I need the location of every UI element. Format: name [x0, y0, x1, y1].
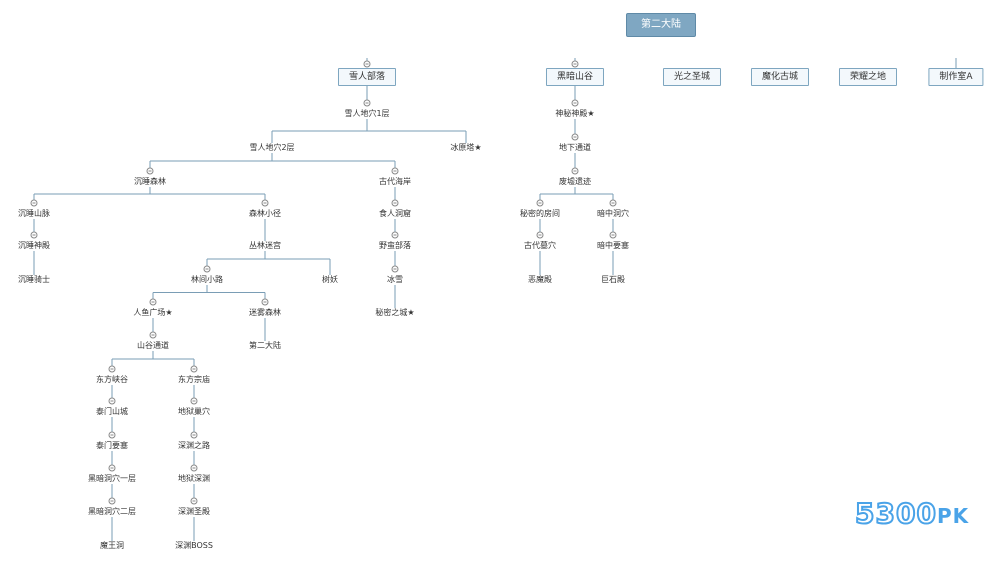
topic-node-n28[interactable]: 深渊圣殿	[178, 507, 210, 516]
topic-node-n17[interactable]: 山谷通道	[137, 341, 169, 350]
topic-node-n36[interactable]: 地下通道	[559, 143, 591, 152]
topic-node-n37[interactable]: 废墟遗迹	[559, 177, 591, 186]
topic-node-n39[interactable]: 古代墓穴	[524, 241, 556, 250]
topic-box-n45[interactable]: 魔化古城	[750, 68, 810, 86]
collapse-toggle-icon[interactable]	[391, 167, 399, 175]
topic-node-n6[interactable]: 古代海岸	[379, 177, 411, 186]
collapse-toggle-icon[interactable]	[571, 99, 579, 107]
collapse-toggle-icon[interactable]	[391, 199, 399, 207]
collapse-toggle-icon[interactable]	[190, 431, 198, 439]
topic-node-n5[interactable]: 沉睡森林	[134, 177, 166, 186]
topic-node-n19[interactable]: 泰门山城	[96, 407, 128, 416]
collapse-toggle-icon[interactable]	[190, 397, 198, 405]
topic-node-n8[interactable]: 沉睡神殿	[18, 241, 50, 250]
collapse-toggle-icon[interactable]	[146, 167, 154, 175]
collapse-toggle-icon[interactable]	[203, 265, 211, 273]
collapse-toggle-icon[interactable]	[149, 331, 157, 339]
topic-node-n22[interactable]: 黑暗洞穴二层	[88, 507, 136, 516]
collapse-toggle-icon[interactable]	[609, 199, 617, 207]
topic-node-n31[interactable]: 野蛮部落	[379, 241, 411, 250]
topic-node-n42[interactable]: 暗中要塞	[597, 241, 629, 250]
topic-node-n9[interactable]: 沉睡骑士	[18, 275, 50, 284]
topic-node-n35[interactable]: 神秘神殿★	[555, 109, 595, 118]
topic-node-n25[interactable]: 地狱巢穴	[178, 407, 210, 416]
watermark-logo: 5300PK	[854, 496, 970, 531]
topic-node-n4[interactable]: 冰原塔★	[450, 143, 482, 152]
collapse-toggle-icon[interactable]	[149, 298, 157, 306]
collapse-toggle-icon[interactable]	[108, 365, 116, 373]
topic-node-n21[interactable]: 黑暗洞穴一层	[88, 474, 136, 483]
topic-node-n27[interactable]: 地狱深渊	[178, 474, 210, 483]
collapse-toggle-icon[interactable]	[571, 60, 579, 68]
collapse-toggle-icon[interactable]	[536, 231, 544, 239]
topic-node-n3[interactable]: 雪人地穴2层	[249, 143, 295, 152]
topic-node-n29[interactable]: 深渊BOSS	[175, 541, 213, 550]
collapse-toggle-icon[interactable]	[571, 167, 579, 175]
root-node[interactable]: 第二大陆	[626, 13, 696, 37]
collapse-toggle-icon[interactable]	[571, 133, 579, 141]
collapse-toggle-icon[interactable]	[108, 497, 116, 505]
topic-node-n30[interactable]: 食人洞窟	[379, 209, 411, 218]
collapse-toggle-icon[interactable]	[391, 265, 399, 273]
topic-node-n20[interactable]: 泰门要塞	[96, 441, 128, 450]
topic-node-n11[interactable]: 丛林迷宫	[249, 241, 281, 250]
topic-box-n1[interactable]: 雪人部落	[337, 68, 397, 86]
topic-node-n2[interactable]: 雪人地穴1层	[344, 109, 390, 118]
topic-node-n13[interactable]: 树妖	[322, 275, 338, 284]
collapse-toggle-icon[interactable]	[190, 365, 198, 373]
collapse-toggle-icon[interactable]	[391, 231, 399, 239]
topic-node-n18[interactable]: 东方峡谷	[96, 375, 128, 384]
topic-node-n23[interactable]: 魔王洞	[100, 541, 124, 550]
topic-node-n12[interactable]: 林间小路	[191, 275, 223, 284]
collapse-toggle-icon[interactable]	[609, 231, 617, 239]
collapse-toggle-icon[interactable]	[108, 431, 116, 439]
topic-node-n15[interactable]: 第二大陆	[249, 341, 281, 350]
collapse-toggle-icon[interactable]	[190, 464, 198, 472]
topic-box-n34[interactable]: 黑暗山谷	[545, 68, 605, 86]
topic-box-n46[interactable]: 荣耀之地	[838, 68, 898, 86]
topic-node-n10[interactable]: 森林小径	[249, 209, 281, 218]
topic-node-n16[interactable]: 人鱼广场★	[133, 308, 173, 317]
topic-node-n38[interactable]: 秘密的房间	[520, 209, 560, 218]
collapse-toggle-icon[interactable]	[363, 60, 371, 68]
topic-box-n47[interactable]: 制作室A	[928, 68, 984, 86]
collapse-toggle-icon[interactable]	[363, 99, 371, 107]
collapse-toggle-icon[interactable]	[108, 464, 116, 472]
topic-node-n24[interactable]: 东方宗庙	[178, 375, 210, 384]
collapse-toggle-icon[interactable]	[261, 199, 269, 207]
collapse-toggle-icon[interactable]	[30, 231, 38, 239]
topic-box-n44[interactable]: 光之圣城	[662, 68, 722, 86]
topic-node-n7[interactable]: 沉睡山脉	[18, 209, 50, 218]
topic-node-n41[interactable]: 暗中洞穴	[597, 209, 629, 218]
topic-node-n14[interactable]: 迷雾森林	[249, 308, 281, 317]
topic-node-n40[interactable]: 恶魔殿	[528, 275, 552, 284]
collapse-toggle-icon[interactable]	[108, 397, 116, 405]
topic-node-n32[interactable]: 冰雪	[387, 275, 403, 284]
topic-node-n26[interactable]: 深渊之路	[178, 441, 210, 450]
collapse-toggle-icon[interactable]	[536, 199, 544, 207]
collapse-toggle-icon[interactable]	[190, 497, 198, 505]
collapse-toggle-icon[interactable]	[30, 199, 38, 207]
collapse-toggle-icon[interactable]	[261, 298, 269, 306]
topic-node-n33[interactable]: 秘密之城★	[375, 308, 415, 317]
topic-node-n43[interactable]: 巨石殿	[601, 275, 625, 284]
